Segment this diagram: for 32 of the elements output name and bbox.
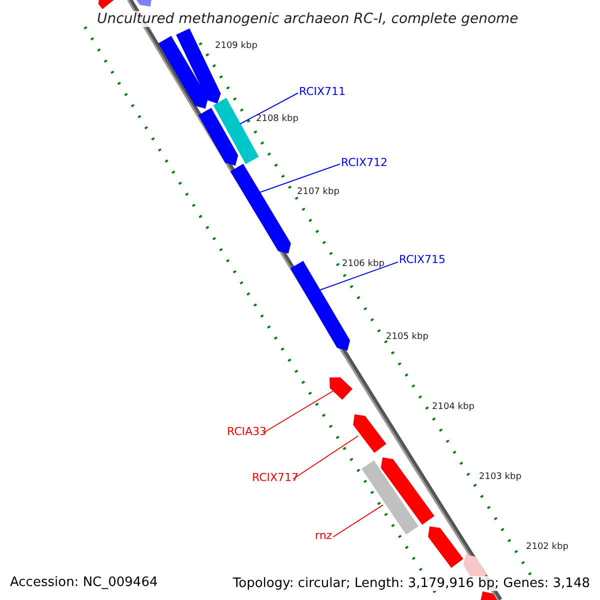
gene-label: RCIA33 — [227, 426, 267, 437]
scale-label: 2102 kbp — [526, 543, 568, 552]
leader-line — [320, 262, 398, 290]
gene-label: RCIX712 — [341, 157, 388, 168]
gene-feature — [134, 0, 152, 7]
gene-label: RCIX717 — [252, 472, 299, 483]
gene-feature — [380, 457, 434, 525]
gene-feature — [198, 108, 238, 166]
leader-line — [258, 164, 340, 194]
gene-label: RCIX715 — [399, 254, 446, 265]
gene-feature — [158, 36, 208, 109]
gene-label: rnz — [315, 530, 332, 541]
leader-line — [240, 92, 298, 124]
leader-line — [332, 504, 384, 538]
gene-feature — [428, 526, 464, 568]
scale-label: 2104 kbp — [432, 403, 474, 412]
scale-label: 2108 kbp — [256, 115, 298, 124]
footer-text: Topology: circular; Length: 3,179,916 bp; Genes: 3,148 — [230, 576, 592, 591]
scale-label: 2105 kbp — [386, 333, 428, 342]
leader-line — [262, 390, 334, 434]
footer-text: Accession: NC_009464 — [10, 576, 158, 589]
leader-line — [292, 436, 358, 480]
gene-feature — [353, 414, 386, 453]
scale-label: 2107 kbp — [297, 188, 340, 197]
scale-label: 2103 kbp — [479, 473, 522, 482]
scale-label: 2109 kbp — [215, 42, 258, 51]
scale-label: 2106 kbp — [342, 260, 384, 269]
gene-label: RCIX711 — [299, 86, 346, 97]
gene-feature — [362, 460, 418, 535]
gene-feature — [230, 164, 291, 254]
map-title: Uncultured methanogenic archaeon RC-I, complete genome — [95, 11, 520, 27]
gene-feature — [329, 377, 352, 400]
